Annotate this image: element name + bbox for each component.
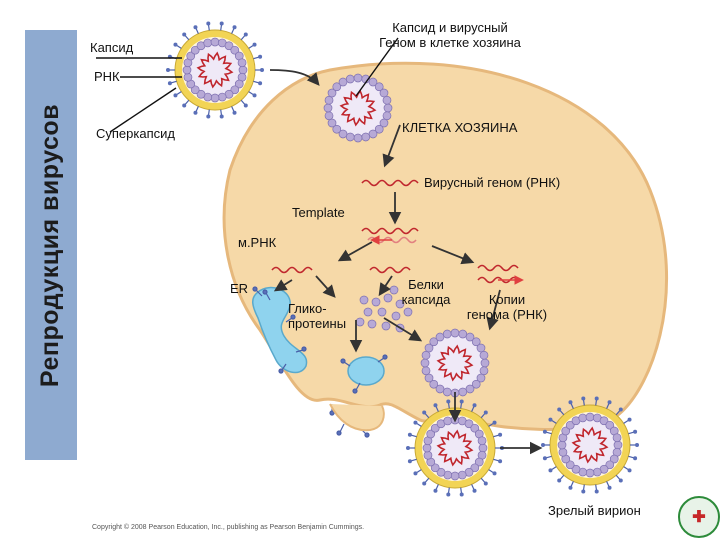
template-label: Template (292, 205, 345, 220)
side-banner: Репродукция вирусов (25, 30, 77, 460)
capsid-protein (355, 317, 365, 327)
capsid-proteins-line2: капсида (401, 292, 451, 307)
capsid-label: Капсид (90, 40, 134, 55)
supercapsid-label: Суперкапсид (96, 126, 175, 141)
glyco-line1: Глико- (288, 301, 327, 316)
flow-arrows (269, 69, 543, 455)
virion-outside-top (166, 21, 264, 119)
capsid-protein (371, 297, 381, 307)
capsid-in-cell (323, 73, 393, 143)
vesicle (347, 356, 385, 386)
endoplasmic-reticulum (252, 286, 308, 374)
mature-virion (541, 396, 639, 494)
genome-copies-line2: генома (РНК) (466, 307, 548, 322)
medical-emblem-icon: ✚ (678, 496, 720, 538)
capsid-genome-line1: Капсид и вирусный (392, 20, 508, 35)
glycoproteins-label: Глико- протеины (288, 301, 346, 331)
capsid-proteins-line1: Белки (408, 277, 444, 292)
capsid-protein (395, 299, 405, 309)
genome-copies-line1: Копии (488, 292, 526, 307)
capsid-protein (367, 319, 377, 329)
virions-layer (166, 21, 639, 497)
host-cell (222, 61, 669, 431)
genome-copies-label: Копии генома (РНК) (452, 292, 562, 322)
host-cell-label: КЛЕТКА ХОЗЯИНА (402, 120, 518, 135)
mrna-label: м.РНК (238, 235, 277, 250)
capsid-protein (363, 307, 373, 317)
assembled-capsid (420, 328, 490, 398)
copyright-text: Copyright © 2008 Pearson Education, Inc.… (92, 524, 365, 531)
membrane-bud (329, 403, 385, 432)
capsid-genome-label: Капсид и вирусный Геном в клетке хозяина (360, 20, 540, 50)
capsid-proteins-label: Белки капсида (386, 277, 466, 307)
capsid-protein (403, 307, 413, 317)
capsid-protein (381, 321, 391, 331)
rna-label: РНК (94, 69, 120, 84)
capsid-genome-line2: Геном в клетке хозяина (379, 35, 521, 50)
er-label: ER (230, 281, 249, 296)
capsid-protein (377, 307, 387, 317)
glyco-line2: протеины (288, 316, 347, 331)
mature-virion-label: Зрелый вирион (548, 503, 641, 518)
capsid-protein (391, 311, 401, 321)
pointer-lines (96, 37, 399, 133)
viral-genome-label: Вирусный геном (РНК) (424, 175, 561, 190)
capsid-protein (359, 295, 369, 305)
